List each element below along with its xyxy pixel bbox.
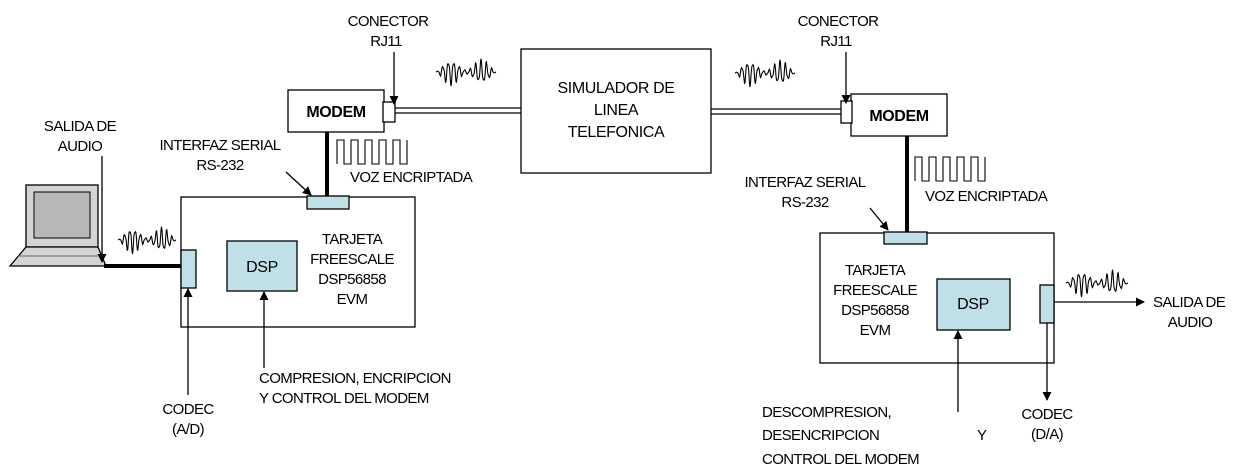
serial-left-pointer xyxy=(285,171,312,196)
modem-left-label: MODEM xyxy=(306,104,365,121)
analog-waveform-icon xyxy=(734,59,796,88)
simulator-label-1: SIMULADOR DE xyxy=(558,80,675,97)
analog-waveform-icon xyxy=(117,226,177,255)
compression-label-1: COMPRESION, ENCRIPCION xyxy=(259,370,451,387)
serial-port-right xyxy=(883,231,928,245)
serial-left-label-1: INTERFAZ SERIAL xyxy=(159,137,280,154)
compression-label-2: Y CONTROL DEL MODEM xyxy=(259,390,429,407)
dsp-right-chip xyxy=(936,278,1011,331)
board-right-label-3: DSP56858 xyxy=(841,302,909,319)
board-left-box xyxy=(180,196,416,328)
serial-right-pointer xyxy=(869,207,889,231)
decompression-label-1: DESCOMPRESION, xyxy=(762,404,891,421)
modem-left-box xyxy=(287,89,385,133)
dsp-right-label: DSP xyxy=(957,296,989,313)
analog-waveform-icon xyxy=(435,58,497,87)
board-left-label-1: TARJETA xyxy=(322,231,383,248)
board-right-label-2: FREESCALE xyxy=(833,282,917,299)
y-label: Y xyxy=(977,427,987,444)
board-left-label-3: DSP56858 xyxy=(318,271,386,288)
audio-out-left-label-1: SALIDA DE xyxy=(44,118,117,135)
analog-waveform-icon xyxy=(1065,269,1129,298)
rj11-left-connector xyxy=(382,101,396,123)
codec-right-label-2: (D/A) xyxy=(1031,426,1064,443)
encrypted-left-label: VOZ ENCRIPTADA xyxy=(350,169,473,186)
laptop-icon xyxy=(8,184,107,267)
serial-left-label-2: RS-232 xyxy=(196,157,244,174)
square-wave-icon xyxy=(914,156,986,182)
serial-port-left xyxy=(306,195,350,210)
encrypted-right-label: VOZ ENCRIPTADA xyxy=(925,188,1048,205)
audio-out-right-label-2: AUDIO xyxy=(1168,314,1213,331)
board-right-label-1: TARJETA xyxy=(845,262,906,279)
board-right-label-4: EVM xyxy=(860,322,891,339)
codec-left-label-1: CODEC xyxy=(162,401,214,418)
decompression-label-3: CONTROL DEL MODEM xyxy=(762,451,919,468)
serial-right-label-1: INTERFAZ SERIAL xyxy=(744,174,865,191)
codec-left-chip xyxy=(180,249,197,289)
codec-right-chip xyxy=(1039,284,1055,324)
board-left-label-2: FREESCALE xyxy=(310,251,394,268)
simulator-label-3: TELEFONICA xyxy=(568,124,665,141)
codec-right-label-1: CODEC xyxy=(1021,406,1073,423)
connector-left-label-1: CONECTOR xyxy=(348,13,430,30)
connector-right-label-2: RJ11 xyxy=(820,33,852,50)
line-simulator-box xyxy=(520,48,712,174)
decompression-label-2: DESENCRIPCION xyxy=(762,427,879,444)
board-left-label-4: EVM xyxy=(337,291,368,308)
modem-right-box xyxy=(850,93,948,137)
square-wave-icon xyxy=(336,139,408,165)
rj11-right-connector xyxy=(840,100,853,124)
simulator-label-2: LINEA xyxy=(594,102,639,119)
connector-right-label-1: CONECTOR xyxy=(798,13,880,30)
audio-out-left-label-2: AUDIO xyxy=(58,138,103,155)
modem-right-label: MODEM xyxy=(869,108,928,125)
audio-out-right-label-1: SALIDA DE xyxy=(1153,294,1226,311)
codec-left-label-2: (A/D) xyxy=(172,421,205,438)
serial-right-label-2: RS-232 xyxy=(781,194,829,211)
dsp-left-chip xyxy=(226,240,298,292)
dsp-left-label: DSP xyxy=(246,259,278,276)
connector-left-label-2: RJ11 xyxy=(370,33,402,50)
